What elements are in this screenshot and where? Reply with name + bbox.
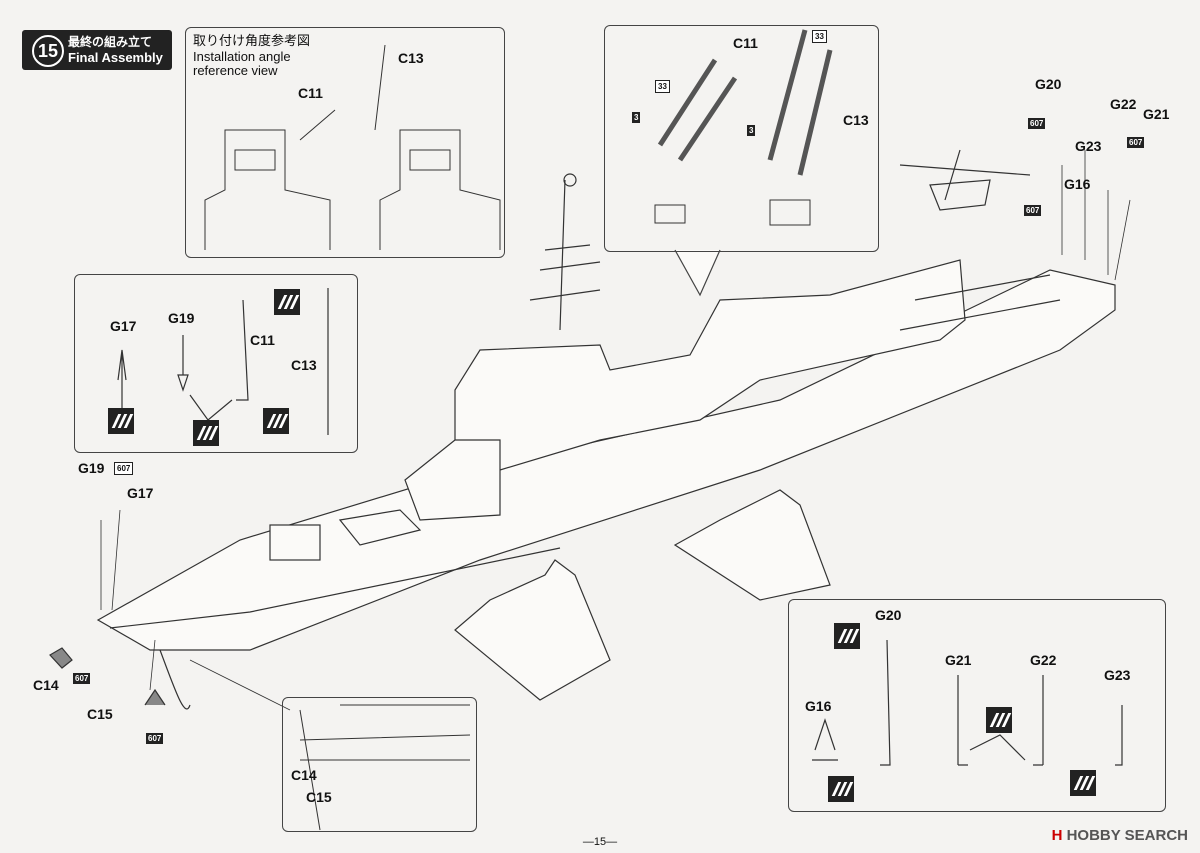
stern-g16-label: G16	[1064, 176, 1091, 192]
stern-g22-label: G22	[1110, 96, 1137, 112]
step-number: 15	[32, 35, 64, 67]
top-c11-label: C11	[733, 35, 758, 51]
display-stand-rear	[673, 489, 831, 601]
bow-inset-panel	[282, 697, 477, 832]
right-g21-label: G21	[945, 652, 972, 668]
stern-g23-label: G23	[1075, 138, 1102, 154]
display-stand-front	[454, 559, 611, 701]
paint-icon-2	[193, 420, 219, 446]
right-detail-parts	[812, 639, 1123, 766]
right-g22-label: G22	[1030, 652, 1057, 668]
left-g17-label: G17	[110, 318, 137, 334]
step-title-jp: 最終の組み立て	[68, 35, 153, 49]
reference-sketch	[204, 44, 501, 250]
stern-607-badge-2: 607	[1127, 137, 1145, 148]
right-g20-label: G20	[875, 607, 902, 623]
bow-c14-label: C14	[33, 677, 59, 693]
brand-logo: H HOBBY SEARCH	[1052, 827, 1188, 844]
bow-g19-label: G19	[78, 460, 105, 476]
color-3-badge-2: 3	[747, 125, 756, 136]
left-c11-label: C11	[250, 332, 275, 348]
reference-c11-label: C11	[298, 85, 323, 101]
paint-icon-8	[1070, 770, 1096, 796]
mast-detail-panel	[604, 25, 879, 252]
left-c13-label: C13	[291, 357, 317, 373]
color-33-badge: 33	[655, 80, 670, 93]
paint-icon-7	[828, 776, 854, 802]
right-detail-panel	[788, 599, 1166, 812]
paint-icon-1	[108, 408, 134, 434]
top-c13-label: C13	[843, 112, 869, 128]
color-33-badge-2: 33	[812, 30, 827, 43]
step-title-en: Final Assembly	[68, 50, 163, 65]
inset-c15-label: C15	[306, 789, 332, 805]
stern-607-badge-1: 607	[1028, 118, 1046, 129]
right-g16-label: G16	[805, 698, 832, 714]
reference-c13-label: C13	[398, 50, 424, 66]
stern-607-badge-3: 607	[1024, 205, 1042, 216]
bow-607-badge-3: 607	[146, 733, 164, 744]
reference-title-en-1: Installation angle	[193, 49, 291, 64]
bow-607-badge-2: 607	[73, 673, 91, 684]
reference-title-en-2: reference view	[193, 63, 278, 78]
page-number: —15—	[582, 836, 618, 848]
bow-607-badge-1: 607	[114, 462, 134, 475]
left-detail-panel	[74, 274, 358, 453]
ship-superstructure	[454, 259, 966, 471]
antenna-sticks	[657, 29, 833, 176]
reference-view-panel	[185, 27, 505, 258]
bow-c15-label: C15	[87, 706, 113, 722]
color-3-badge: 3	[632, 112, 641, 123]
left-g19-label: G19	[168, 310, 195, 326]
paint-icon-6	[986, 707, 1012, 733]
stern-g21-label: G21	[1143, 106, 1170, 122]
paint-icon-4	[263, 408, 289, 434]
paint-icon-3	[274, 289, 300, 315]
inset-c14-label: C14	[291, 767, 317, 783]
brand-mark: H	[1051, 827, 1063, 844]
reference-title-jp: 取り付け角度参考図	[193, 33, 311, 48]
right-g23-label: G23	[1104, 667, 1131, 683]
bow-g17-label: G17	[127, 485, 154, 501]
stern-g20-label: G20	[1035, 76, 1062, 92]
brand-name: HOBBY SEARCH	[1066, 827, 1188, 844]
paint-icon-5	[834, 623, 860, 649]
step-header: 15 最終の組み立て Final Assembly	[22, 30, 172, 70]
